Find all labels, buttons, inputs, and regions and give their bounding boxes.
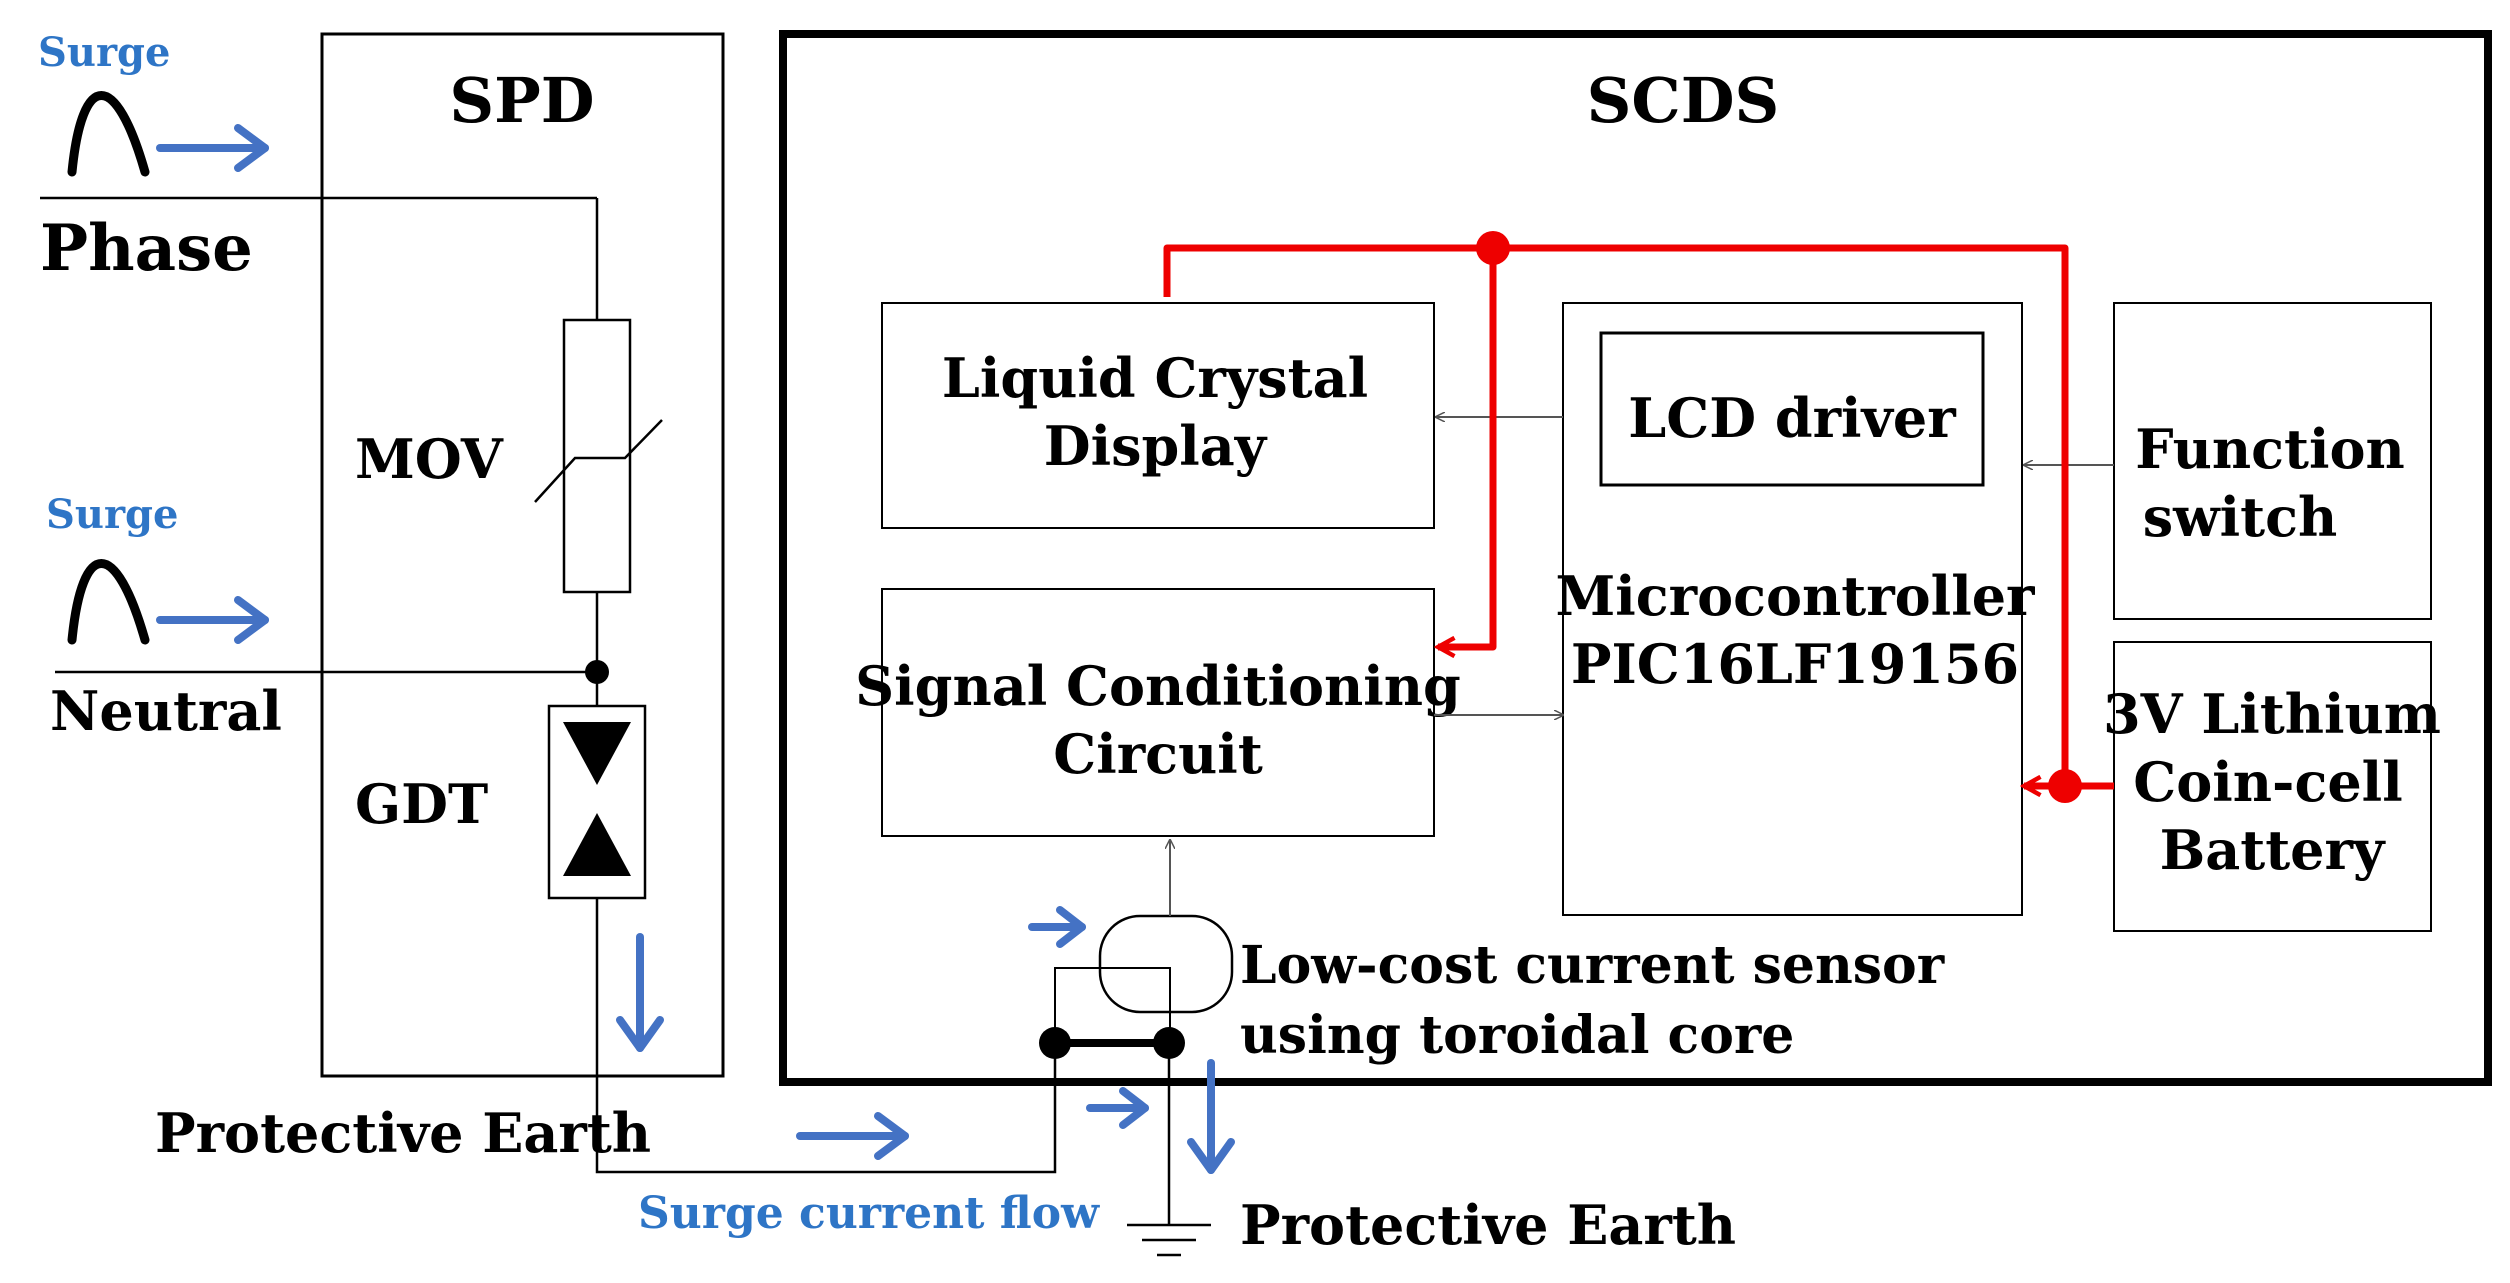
- ground-down-arrow-icon: [1187, 1059, 1235, 1174]
- scc-label-line1: Signal Conditioning: [855, 654, 1461, 718]
- function-switch-line2: switch: [2143, 485, 2337, 549]
- scds-title: SCDS: [1587, 64, 1780, 137]
- protective-earth-bottom-label: Protective Earth: [1240, 1193, 1736, 1257]
- battery-line3: Battery: [2160, 818, 2386, 882]
- lcd-driver-label: LCD driver: [1628, 386, 1956, 450]
- sensor-bar-arrow-icon: [1086, 1087, 1149, 1129]
- surge-waveform-top-icon: [67, 91, 150, 177]
- sensor-label-line1: Low-cost current sensor: [1240, 935, 1945, 996]
- sensor-label-line2: using toroidal core: [1240, 1005, 1794, 1066]
- mcu-label-line1: Microcontroller: [1555, 564, 2035, 628]
- power-node-battery: [2048, 769, 2082, 803]
- spd-title: SPD: [449, 64, 594, 137]
- surge-label-top: Surge: [38, 29, 170, 76]
- surge-arrow-top-icon: [156, 124, 269, 172]
- protective-earth-left-label: Protective Earth: [155, 1101, 651, 1165]
- gdt-triangle-up: [563, 813, 631, 876]
- lcd-label-line2: Display: [1044, 414, 1268, 478]
- lcd-box: [881, 302, 1435, 529]
- power-node-top: [1476, 231, 1510, 265]
- spd-box: [320, 32, 725, 1078]
- mov-label: MOV: [355, 427, 504, 491]
- neutral-label: Neutral: [50, 679, 282, 743]
- sensor-wire-loop: [1054, 967, 1171, 1043]
- earth-flow-arrow-icon: [796, 1112, 909, 1160]
- lcd-driver-box: [1599, 331, 1985, 487]
- surge-arrow-bottom-icon: [156, 596, 269, 644]
- toroidal-core: [1098, 914, 1234, 1014]
- mcu-label-line2: PIC16LF19156: [1571, 632, 2019, 696]
- battery-line1: 3V Lithium: [2103, 682, 2441, 746]
- gdt-label: GDT: [355, 772, 488, 836]
- earth-wire: [595, 898, 1171, 1225]
- mov-symbol: [562, 318, 632, 594]
- phase-label: Phase: [40, 211, 253, 286]
- surge-label-bottom: Surge: [46, 491, 178, 538]
- scds-box: [779, 30, 2492, 1086]
- surge-waveform-bottom-icon: [67, 559, 150, 645]
- mov-diagonal: [534, 419, 663, 503]
- scc-box: [881, 588, 1435, 837]
- gdt-triangle-down: [563, 722, 631, 785]
- function-switch-line1: Function: [2135, 417, 2405, 481]
- surge-current-flow-label: Surge current flow: [638, 1188, 1100, 1239]
- function-switch-box: [2113, 302, 2432, 620]
- power-line-to-scc: [1438, 248, 1497, 647]
- battery-line2: Coin-cell: [2133, 750, 2402, 814]
- scc-label-line2: Circuit: [1053, 722, 1263, 786]
- sensor-in-arrow-icon: [1028, 906, 1086, 948]
- gdt-down-arrow-icon: [616, 933, 664, 1052]
- lcd-label-line1: Liquid Crystal: [942, 346, 1368, 410]
- mcu-box: [1562, 302, 2023, 916]
